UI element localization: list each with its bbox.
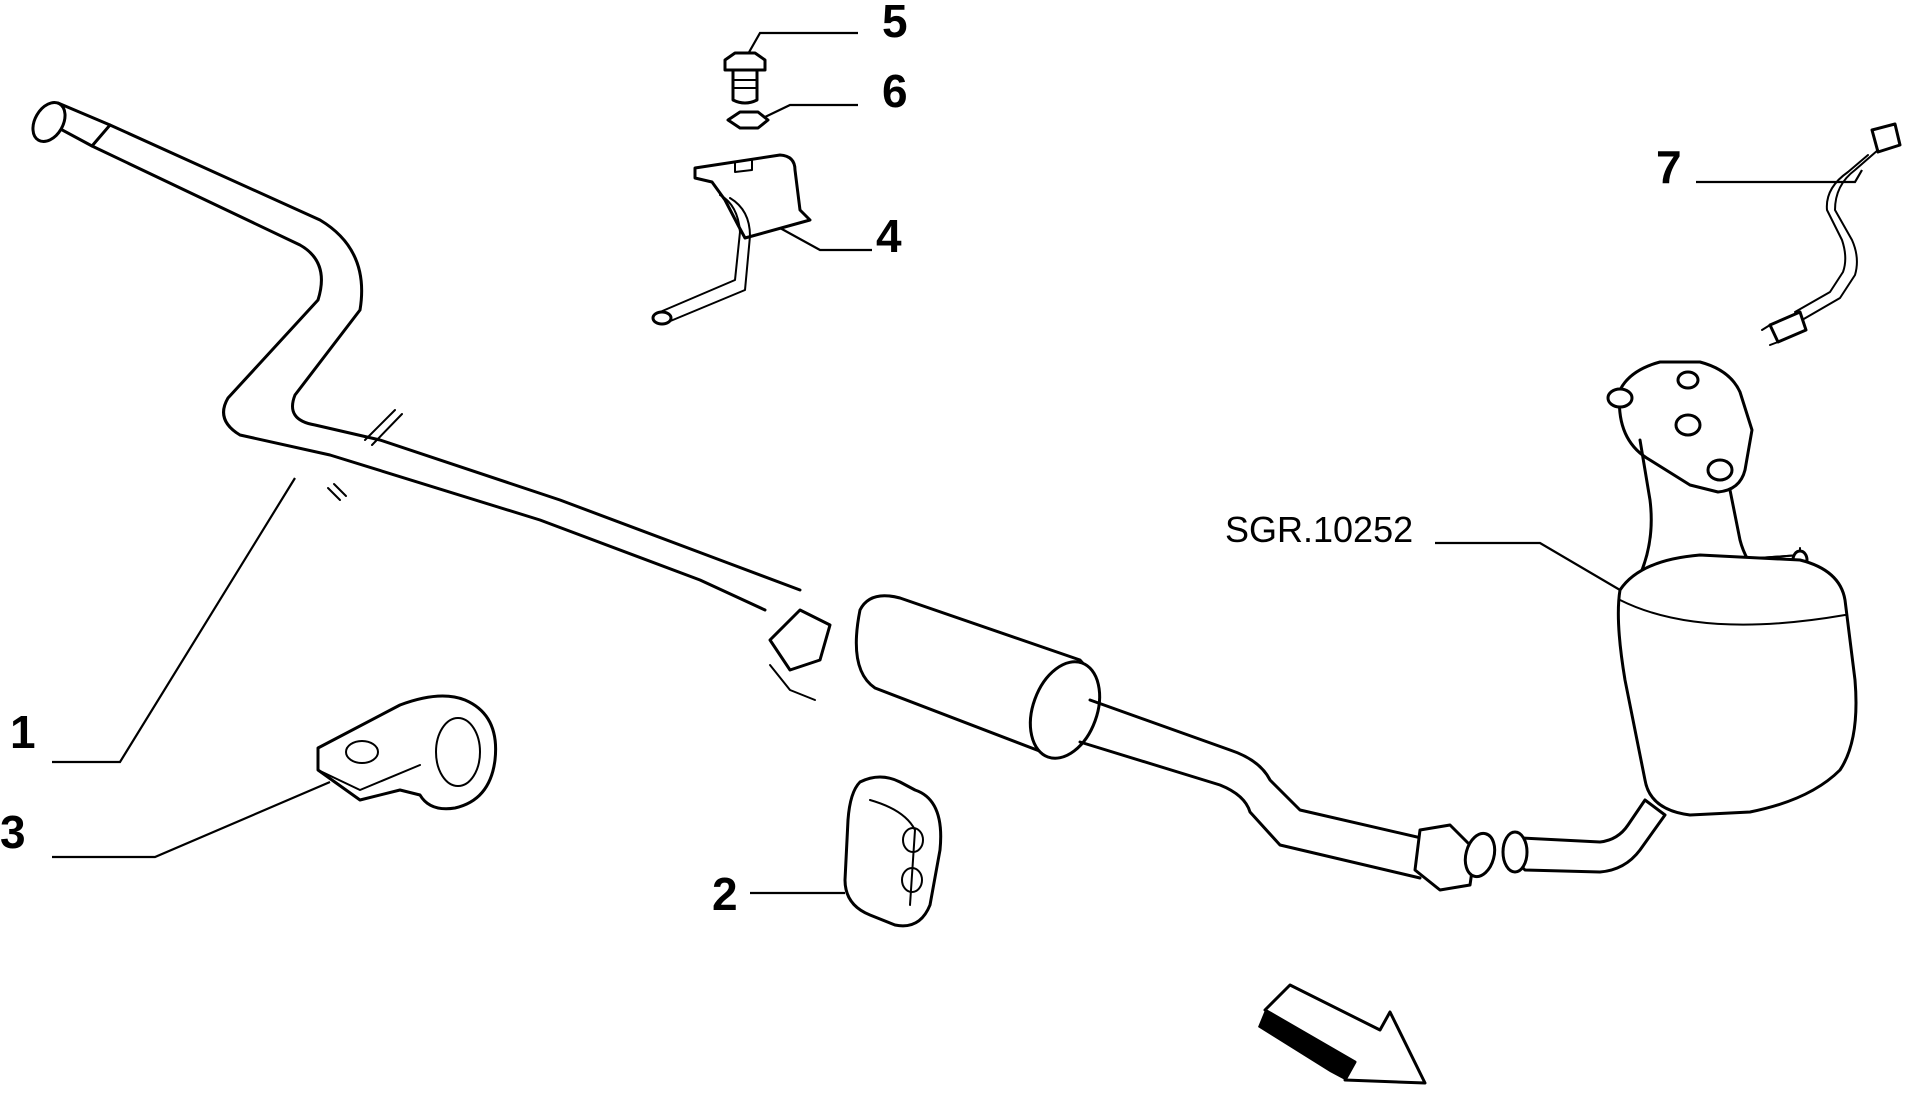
reference-label: SGR.10252 bbox=[1225, 509, 1413, 550]
leader-ref bbox=[1435, 541, 1621, 591]
leader-6 bbox=[764, 103, 858, 118]
leader-4 bbox=[779, 227, 872, 252]
leader-7 bbox=[1696, 169, 1863, 184]
callout-2: 2 bbox=[712, 868, 738, 920]
bracket-part-4 bbox=[651, 153, 812, 326]
leader-5 bbox=[747, 31, 858, 55]
nut-part-6 bbox=[726, 110, 770, 130]
leader-3 bbox=[52, 780, 331, 859]
rubber-hanger-part-2 bbox=[843, 775, 943, 928]
leader-1 bbox=[52, 477, 296, 764]
bolt-part-5 bbox=[723, 51, 767, 105]
callout-6: 6 bbox=[882, 65, 908, 117]
leader-lines bbox=[52, 31, 1863, 895]
exhaust-pipe-part-1 bbox=[31, 101, 1497, 892]
lambda-sensor-part-7 bbox=[1761, 122, 1902, 346]
callout-7: 7 bbox=[1656, 141, 1682, 193]
callout-5: 5 bbox=[882, 0, 908, 47]
callout-4: 4 bbox=[876, 210, 902, 262]
direction-arrow-icon bbox=[1258, 983, 1427, 1085]
clamp-bracket-part-3 bbox=[316, 694, 498, 811]
callout-1: 1 bbox=[10, 706, 36, 758]
catalytic-converter-assembly bbox=[1501, 360, 1858, 874]
callout-3: 3 bbox=[0, 806, 26, 858]
